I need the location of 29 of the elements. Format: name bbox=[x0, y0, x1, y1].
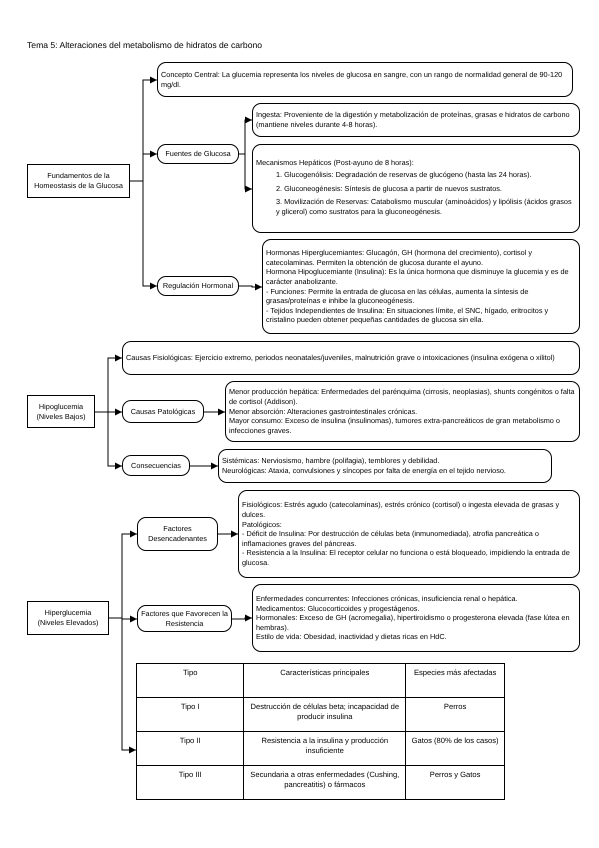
note-box bbox=[252, 584, 580, 652]
note-box bbox=[157, 62, 573, 97]
arrow bbox=[108, 618, 136, 754]
branch-box bbox=[157, 276, 239, 296]
note-box bbox=[262, 239, 580, 334]
branch-box bbox=[157, 144, 239, 164]
branch-box bbox=[122, 400, 204, 423]
arrow bbox=[232, 614, 252, 622]
note-box bbox=[252, 103, 580, 137]
note-box bbox=[122, 341, 580, 375]
topic-box bbox=[27, 601, 109, 635]
branch-box bbox=[122, 455, 190, 476]
branch-box bbox=[137, 605, 232, 632]
note-box bbox=[225, 381, 580, 442]
topic-box bbox=[27, 164, 130, 198]
arrow bbox=[94, 412, 122, 470]
arrow bbox=[190, 462, 218, 470]
branch-box bbox=[137, 517, 218, 551]
note-box bbox=[238, 490, 580, 578]
topic-box bbox=[27, 395, 95, 428]
data-table bbox=[136, 663, 505, 800]
arrow bbox=[204, 408, 226, 416]
arrow bbox=[238, 154, 252, 192]
arrow bbox=[238, 284, 262, 290]
title: Tema 5: Alteraciones del metabolismo de hidratos de carbono bbox=[27, 40, 262, 50]
arrow bbox=[218, 530, 238, 538]
arrow bbox=[130, 180, 158, 290]
note-box bbox=[218, 449, 552, 483]
note-box bbox=[252, 144, 580, 233]
